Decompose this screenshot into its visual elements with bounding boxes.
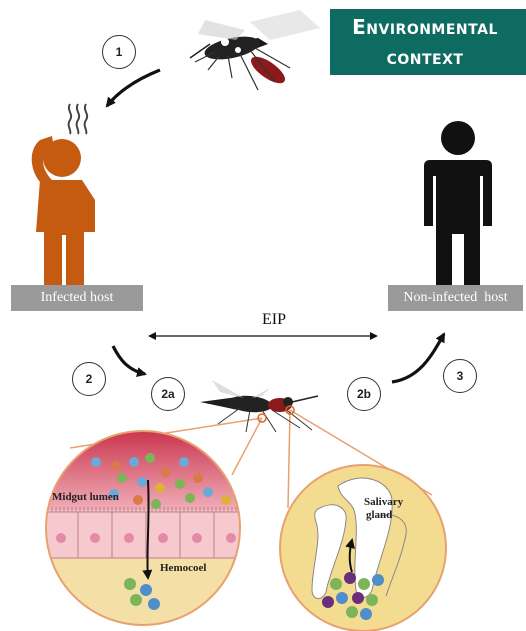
environmental-context-banner: Environmental context: [330, 9, 526, 75]
step-2a-badge: 2a: [151, 377, 185, 411]
step-2b-badge: 2b: [347, 377, 381, 411]
infected-host-label: Infected host: [11, 285, 143, 311]
step-1-badge: 1: [102, 35, 136, 69]
midgut-lumen-label: Midgut lumen: [52, 491, 119, 503]
arrow-step-2: [113, 346, 145, 374]
banner-line-1: Environmental: [330, 15, 520, 39]
healthy-person-icon: [424, 121, 492, 285]
midgut-cross-section: [40, 428, 250, 628]
arrow-step-3: [392, 334, 444, 382]
heat-waves-icon: [69, 104, 88, 134]
salivary-gland-cross-section: [278, 464, 448, 631]
noninfected-host-label: Non-infected host: [388, 285, 523, 311]
eip-label: EIP: [244, 311, 304, 329]
hemocoel-label: Hemocoel: [160, 562, 206, 574]
mosquito-icon: [190, 10, 320, 90]
sick-person-icon: [32, 136, 95, 285]
banner-line-2: context: [330, 45, 520, 69]
step-2-badge: 2: [72, 362, 106, 396]
salivary-label-line-1: Salivary: [364, 496, 403, 508]
step-3-badge: 3: [443, 359, 477, 393]
arrow-step-1: [107, 70, 160, 106]
salivary-label-line-2: gland: [366, 509, 392, 521]
